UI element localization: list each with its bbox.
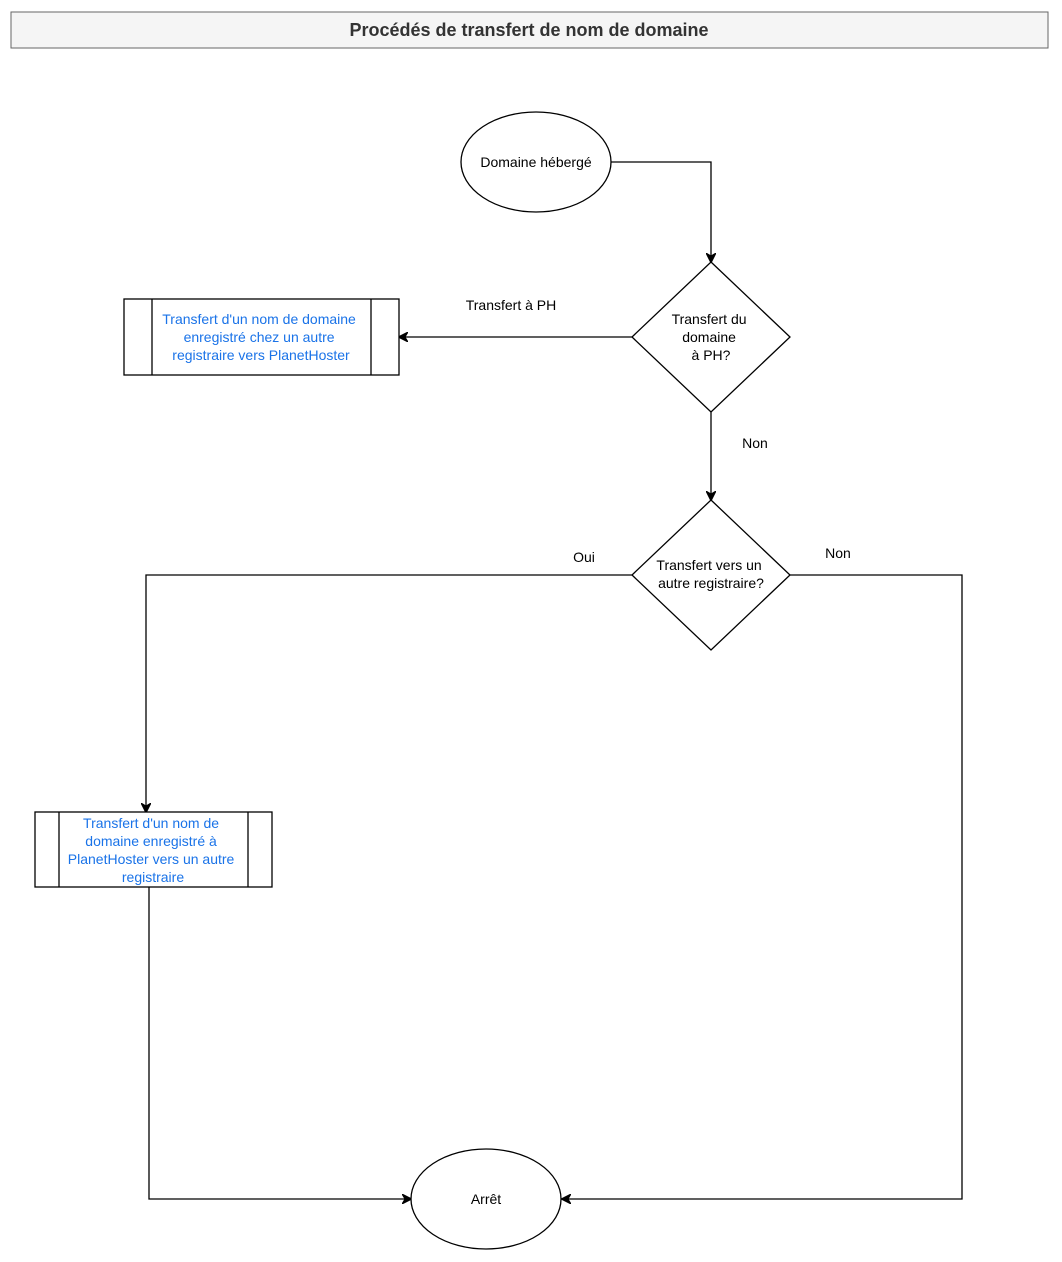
edge-decision2-to-process2 <box>146 574 632 812</box>
diagram-title: Procédés de transfert de nom de domaine <box>349 20 708 40</box>
decision2-label: Transfert vers un autre registraire? <box>656 557 765 591</box>
decision2-line-1: Transfert vers un <box>656 557 761 573</box>
decision1-line-3: à PH? <box>692 347 731 363</box>
process2-box <box>34 811 273 888</box>
edge-label-transfert-ph: Transfert à PH <box>466 297 557 313</box>
edge-label-non-1: Non <box>742 435 768 451</box>
process2-line-2: domaine enregistré à <box>85 833 217 849</box>
process2-line-1: Transfert d'un nom de <box>83 815 219 831</box>
edge-start-to-decision1 <box>611 161 711 262</box>
node-decision1: Transfert du domaine à PH? <box>631 261 791 413</box>
process2-line-4: registraire <box>122 869 184 885</box>
edges <box>146 161 963 1199</box>
start-ellipse <box>460 111 612 213</box>
decision1-label: Transfert du domaine à PH? <box>672 311 751 363</box>
decision2-line-2: autre registraire? <box>658 575 764 591</box>
start-label: Domaine hébergé <box>480 154 592 170</box>
end-ellipse <box>410 1148 562 1250</box>
process1-line-3: registraire vers PlanetHoster <box>172 347 350 363</box>
title-bar: Procédés de transfert de nom de domaine <box>10 11 1049 49</box>
process2-line-3: PlanetHoster vers un autre <box>68 851 235 867</box>
edge-process2-to-end <box>148 887 411 1199</box>
node-decision2: Transfert vers un autre registraire? <box>631 499 791 651</box>
process1-link[interactable]: Transfert d'un nom de domaine enregistré… <box>162 311 359 363</box>
edge-label-oui: Oui <box>573 549 595 565</box>
node-process2[interactable]: Transfert d'un nom de domaine enregistré… <box>34 811 273 888</box>
end-label: Arrêt <box>471 1191 501 1207</box>
edge-labels: Transfert à PH Non Oui Non <box>466 297 851 565</box>
decision1-line-1: Transfert du <box>672 311 747 327</box>
process1-box <box>123 298 400 376</box>
node-end: Arrêt <box>410 1148 562 1250</box>
edge-label-non-2: Non <box>825 545 851 561</box>
process2-link[interactable]: Transfert d'un nom de domaine enregistré… <box>68 815 238 885</box>
process1-line-1: Transfert d'un nom de domaine <box>162 311 356 327</box>
decision1-diamond <box>631 261 791 413</box>
edge-decision2-to-end <box>562 574 963 1199</box>
decision2-diamond <box>631 499 791 651</box>
process1-line-2: enregistré chez un autre <box>184 329 335 345</box>
node-process1[interactable]: Transfert d'un nom de domaine enregistré… <box>123 298 400 376</box>
decision1-line-2: domaine <box>682 329 736 345</box>
node-start: Domaine hébergé <box>460 111 612 213</box>
